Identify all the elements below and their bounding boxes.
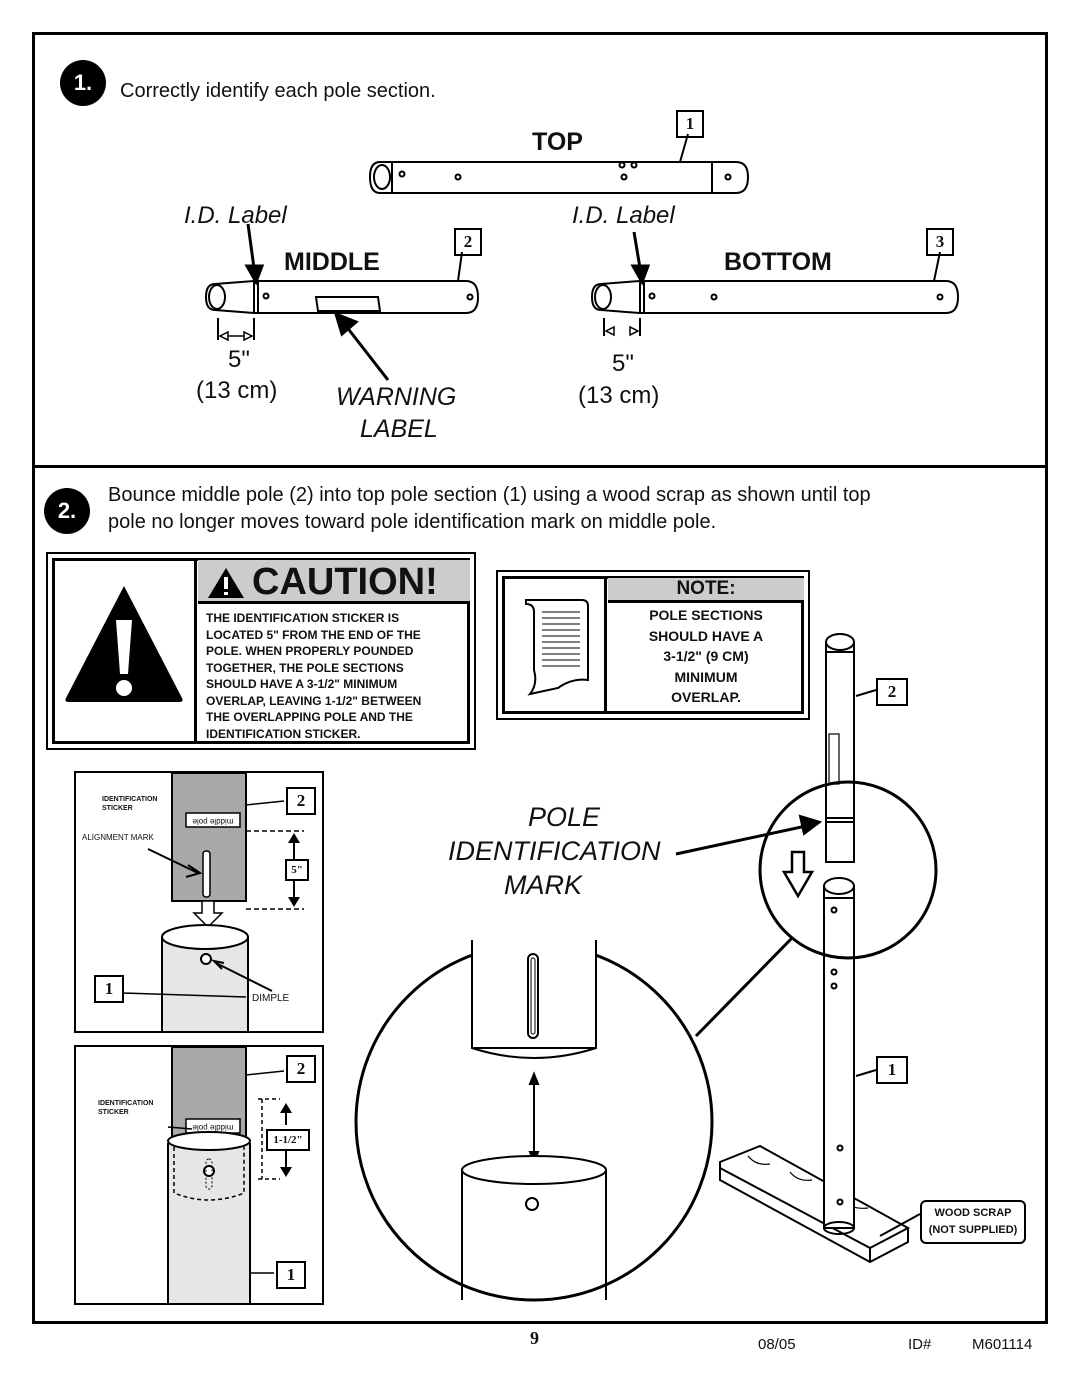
caution-text: THE IDENTIFICATION STICKER IS LOCATED 5"… [206,611,422,741]
top-pole [368,161,750,194]
alignment-mark-label: ALIGNMENT MARK [82,833,154,842]
manual-page-icon [525,599,589,696]
section-divider [32,465,1048,468]
wood-scrap-label: WOOD SCRAP (NOT SUPPLIED) [920,1200,1026,1244]
dim-in-left: 5" [228,346,250,373]
wood-scrap [719,1144,911,1250]
middle-number-box: 2 [454,228,482,256]
assembly-number-2: 2 [876,678,908,706]
id-label-left: I.D. Label [184,202,287,229]
pole-id-line2: IDENTIFICATION [448,836,661,866]
identification-sticker-label-2: IDENTIFICATION STICKER [98,1100,154,1116]
assembly-illustration [354,633,938,1302]
step-2-instruction-line1: Bounce middle pole (2) into top pole sec… [108,484,871,506]
warning-label-line1: WARNING [336,383,457,411]
detail-number-1b: 1 [276,1261,306,1289]
top-label: TOP [532,128,583,156]
caution-panel: CAUTION! THE IDENTIFICATION STICKER IS L… [46,552,476,750]
caution-title: CAUTION! [252,561,438,603]
page-number: 9 [530,1328,539,1348]
detail-number-2b: 2 [286,1055,316,1083]
pole-id-line1: POLE [528,802,601,832]
detail-panel-overlap: middle pole IDENTIFICATION STICKER 1-1/2… [74,1045,324,1305]
middle-label: MIDDLE [284,248,380,276]
step-1-instruction: Correctly identify each pole section. [120,80,436,102]
gap-overlap-box: 1-1/2" [266,1129,310,1151]
warning-label-line2: LABEL [360,415,438,443]
caution-triangle-icon [208,568,244,598]
detail-panel-gap: middle pole IDENTIFICATION STICKER ALIGN… [74,771,324,1033]
warning-triangle-icon [65,586,183,702]
identification-sticker-label: IDENTIFICATION STICKER [102,796,158,812]
page-frame [32,32,1048,1324]
assembly-number-1: 1 [876,1056,908,1084]
gap-5-box: 5" [285,859,309,881]
dimple-label: DIMPLE [252,993,290,1004]
step-1-badge: 1. [60,60,106,106]
pole-id-line3: MARK [504,870,583,900]
top-number-box: 1 [676,110,704,138]
bottom-pole [590,280,960,314]
step-2-instruction-line2: pole no longer moves toward pole identif… [108,511,717,533]
dim-in-right: 5" [612,350,634,377]
footer-date: 08/05 [758,1336,796,1353]
pole-sections-illustration [204,133,960,381]
dim-cm-right: (13 cm) [578,382,660,409]
footer-model: M601114 [972,1336,1033,1353]
id-label-right: I.D. Label [572,202,675,229]
detail-number-2: 2 [286,787,316,815]
dim-cm-left: (13 cm) [196,377,278,404]
note-title: NOTE: [608,578,804,603]
step-2-badge: 2. [44,488,90,534]
detail-number-1: 1 [94,975,124,1003]
bottom-label: BOTTOM [724,248,832,276]
note-panel: NOTE: POLE SECTIONS SHOULD HAVE A 3-1/2"… [496,570,810,720]
note-text: POLE SECTIONS SHOULD HAVE A 3-1/2" (9 CM… [648,607,764,705]
footer-id-label: ID# [908,1336,932,1353]
